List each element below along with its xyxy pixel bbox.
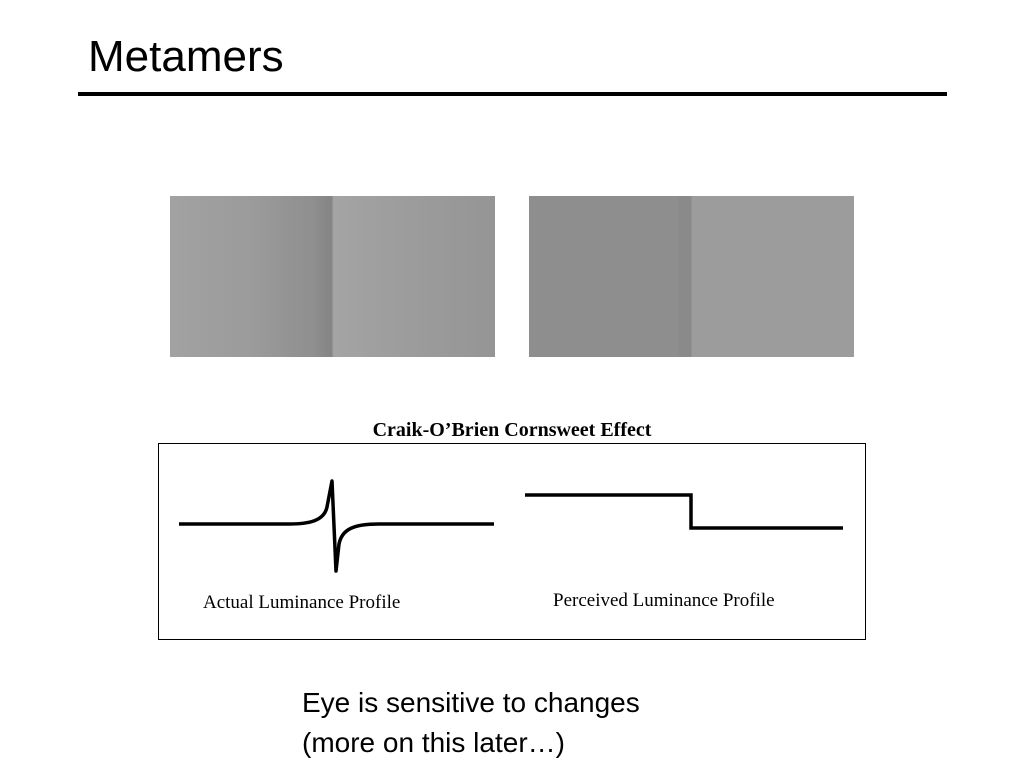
luminance-profile-figure: Actual Luminance Profile Perceived Lumin… [158,443,866,640]
slide-title: Metamers [88,32,284,81]
caption-line-1: Eye is sensitive to changes [302,687,640,718]
title-divider [78,92,947,96]
profile-graphs [179,479,843,573]
perceived-luminance-step [525,493,843,530]
uniform-step-panel [529,196,854,357]
cornsweet-stimulus-panel [170,196,495,357]
perceived-profile-label: Perceived Luminance Profile [553,590,775,611]
figure-title: Craik-O’Brien Cornsweet Effect [372,419,652,441]
caption: Eye is sensitive to changes (more on thi… [302,683,640,763]
actual-profile-label: Actual Luminance Profile [203,592,401,613]
caption-line-2: (more on this later…) [302,727,565,758]
actual-luminance-curve [179,479,494,573]
